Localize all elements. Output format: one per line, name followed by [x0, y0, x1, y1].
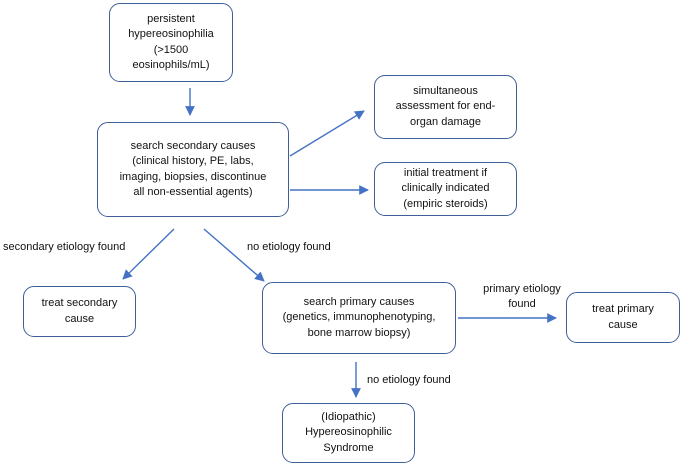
box-initial-treatment: initial treatment if clinically indicate…	[374, 162, 517, 216]
box-treat-secondary-cause-text: treat secondary cause	[41, 297, 118, 325]
arrow-secondary-to-assessment	[289, 110, 365, 157]
box-search-primary-causes-text: search primary causes (genetics, immunop…	[282, 295, 436, 339]
box-search-primary-causes: search primary causes (genetics, immunop…	[262, 282, 456, 354]
box-end-organ-assessment-text: simultaneous assessment for end- organ d…	[395, 84, 496, 128]
label-secondary-etiology-found: secondary etiology found	[3, 241, 126, 253]
label-no-etiology-found-2: no etiology found	[367, 374, 451, 386]
box-persistent-hypereosinophilia: persistent hypereosinophilia (>1500 eosi…	[109, 3, 233, 82]
box-search-secondary-causes: search secondary causes (clinical histor…	[97, 122, 289, 217]
box-treat-primary-cause-text: treat primary cause	[592, 303, 654, 331]
arrow-secondary-to-primary	[203, 228, 265, 282]
box-end-organ-assessment: simultaneous assessment for end- organ d…	[374, 75, 517, 139]
box-idiopathic-hes: (Idiopathic) Hypereosinophilic Syndrome	[282, 403, 415, 463]
arrow-secondary-to-treat-secondary	[122, 228, 175, 280]
box-search-secondary-causes-text: search secondary causes (clinical histor…	[119, 139, 267, 199]
box-treat-secondary-cause: treat secondary cause	[23, 286, 136, 337]
box-idiopathic-hes-text: (Idiopathic) Hypereosinophilic Syndrome	[305, 410, 392, 454]
box-initial-treatment-text: initial treatment if clinically indicate…	[401, 166, 490, 210]
box-treat-primary-cause: treat primary cause	[566, 292, 680, 343]
box-persistent-hypereosinophilia-text: persistent hypereosinophilia (>1500 eosi…	[128, 12, 214, 72]
label-no-etiology-found-1: no etiology found	[247, 241, 331, 253]
label-primary-etiology-found: primary etiology found	[483, 283, 561, 310]
